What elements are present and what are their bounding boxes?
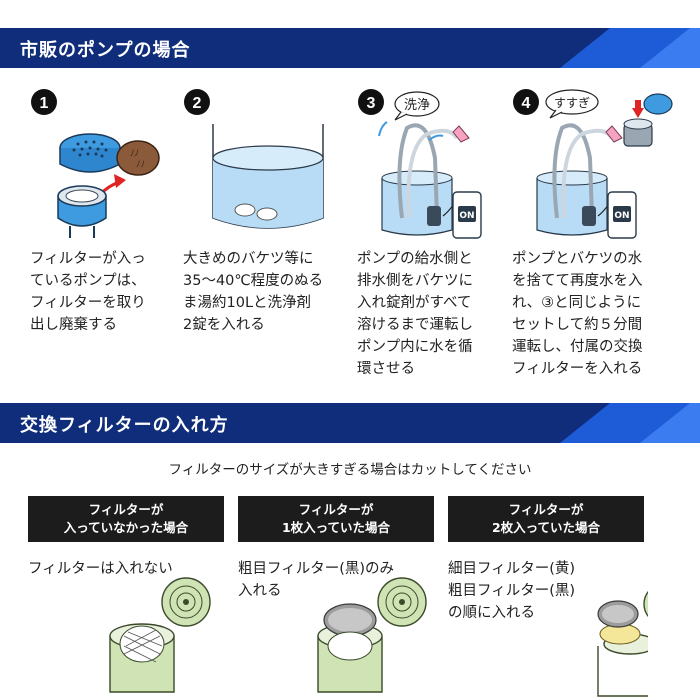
pump-black-filter-icon (317, 603, 383, 693)
pump-cap-green-icon (643, 590, 648, 618)
filter-insert-pump-icon (623, 93, 673, 147)
power-switch-icon: ON (607, 191, 637, 239)
insert-arrow-icon (632, 108, 644, 118)
case-header: フィルターが 1枚入っていた場合 (238, 496, 434, 542)
case-instruction: 細目フィルター(黄) 粗目フィルター(黒) の順に入れる (448, 561, 576, 621)
case-header: フィルターが 入っていなかった場合 (28, 496, 224, 542)
speech-bubble: すすぎ (545, 89, 599, 119)
tablet-icon (256, 207, 278, 221)
step-number-badge (31, 89, 57, 115)
case-header: フィルターが 2枚入っていた場合 (448, 496, 644, 542)
flow-arrow-icon (378, 121, 388, 137)
svg-text:ﾉﾉ: ﾉﾉ (136, 160, 145, 170)
case-one-filter: フィルターが 1枚入っていた場合 粗目フィルター(黒)のみ 入れる (238, 496, 438, 700)
case-no-filter: フィルターが 入っていなかった場合 フィルターは入れない (28, 496, 228, 700)
speech-bubble: 洗浄 (394, 91, 440, 121)
bucket-circulation-icon (381, 123, 470, 236)
pump-cap-green-icon (377, 577, 427, 627)
filter-size-note: フィルターのサイズが大きすぎる場合はカットしてください (168, 462, 532, 478)
step-2: 2 大きめのバケツ等に 35〜40℃程度のぬる ま湯約10Lと洗浄剤 2錠を入れ… (183, 88, 353, 388)
step-number: 2 (193, 95, 202, 112)
bucket-rinse-icon (536, 123, 623, 236)
pump-two-filters-icon (597, 600, 648, 697)
step-4: 4 すすぎ ON ポンプとバケツの水 を捨てて再度水を入 れ、 (512, 88, 682, 388)
svg-text:ﾉﾉ: ﾉﾉ (130, 149, 139, 159)
step-number: 1 (40, 95, 49, 112)
step-2-illustration: 2 (184, 89, 324, 229)
step-4-illustration: 4 すすぎ ON (513, 89, 673, 239)
step-4-text: ポンプとバケツの水 を捨てて再度水を入 れ、③と同じように セットして約５分間 … (512, 251, 643, 377)
pump-body-icon (57, 185, 107, 238)
case-illustration (109, 577, 211, 693)
case-two-filters: フィルターが 2枚入っていた場合 細目フィルター(黄) 粗目フィルター(黒) の… (448, 496, 648, 700)
case-illustration (597, 590, 648, 697)
svg-text:ON: ON (614, 211, 629, 221)
banner-background (0, 28, 700, 68)
step-number: 3 (367, 95, 376, 112)
case-illustration (317, 577, 427, 693)
step-2-text: 大きめのバケツ等に 35〜40℃程度のぬる ま湯約10Lと洗浄剤 2錠を入れる (183, 251, 324, 333)
step-3-text: ポンプの給水側と 排水側をバケツに 入れ錠剤がすべて 溶けるまで運転し ポンプ内… (357, 251, 473, 377)
pump-cap-green-icon (161, 577, 211, 627)
bucket-with-warm-water-icon (212, 124, 324, 229)
pump-no-filter-icon (109, 623, 175, 693)
tablet-icon (234, 203, 256, 217)
step-number: 4 (522, 95, 531, 112)
pump-cap-icon (59, 133, 121, 173)
section-title: 市販のポンプの場合 (20, 40, 191, 61)
step-number-badge (513, 89, 539, 115)
step-1: 1 ﾉﾉ ﾉﾉ フィルターが入っ ているポンプは、 フィルターを取 (30, 88, 200, 388)
section-banner-filter-replacement: 交換フィルターの入れ方 (0, 403, 700, 443)
step-number-badge (358, 89, 384, 115)
svg-text:すすぎ: すすぎ (554, 96, 590, 110)
step-3: 3 洗浄 ON ポンプの給水側と 排水側をバケツに 入れ錠剤がすべて 溶けるまで… (357, 88, 527, 388)
old-filter-icon: ﾉﾉ ﾉﾉ (116, 140, 160, 176)
flow-arrow-icon (428, 134, 444, 141)
svg-text:洗浄: 洗浄 (404, 98, 430, 113)
step-3-illustration: 3 洗浄 ON (358, 89, 482, 239)
case-instruction: 粗目フィルター(黒)のみ 入れる (238, 561, 395, 599)
power-switch-icon: ON (452, 191, 482, 239)
step-1-text: フィルターが入っ ているポンプは、 フィルターを取り 出し廃棄する (30, 251, 146, 333)
section-title: 交換フィルターの入れ方 (20, 415, 229, 436)
case-instruction: フィルターは入れない (28, 561, 173, 577)
banner-background (0, 403, 700, 443)
step-number-badge (184, 89, 210, 115)
section-banner-commercial-pump: 市販のポンプの場合 (0, 28, 700, 68)
step-1-illustration: 1 ﾉﾉ ﾉﾉ (31, 89, 160, 238)
svg-text:ON: ON (459, 211, 474, 221)
